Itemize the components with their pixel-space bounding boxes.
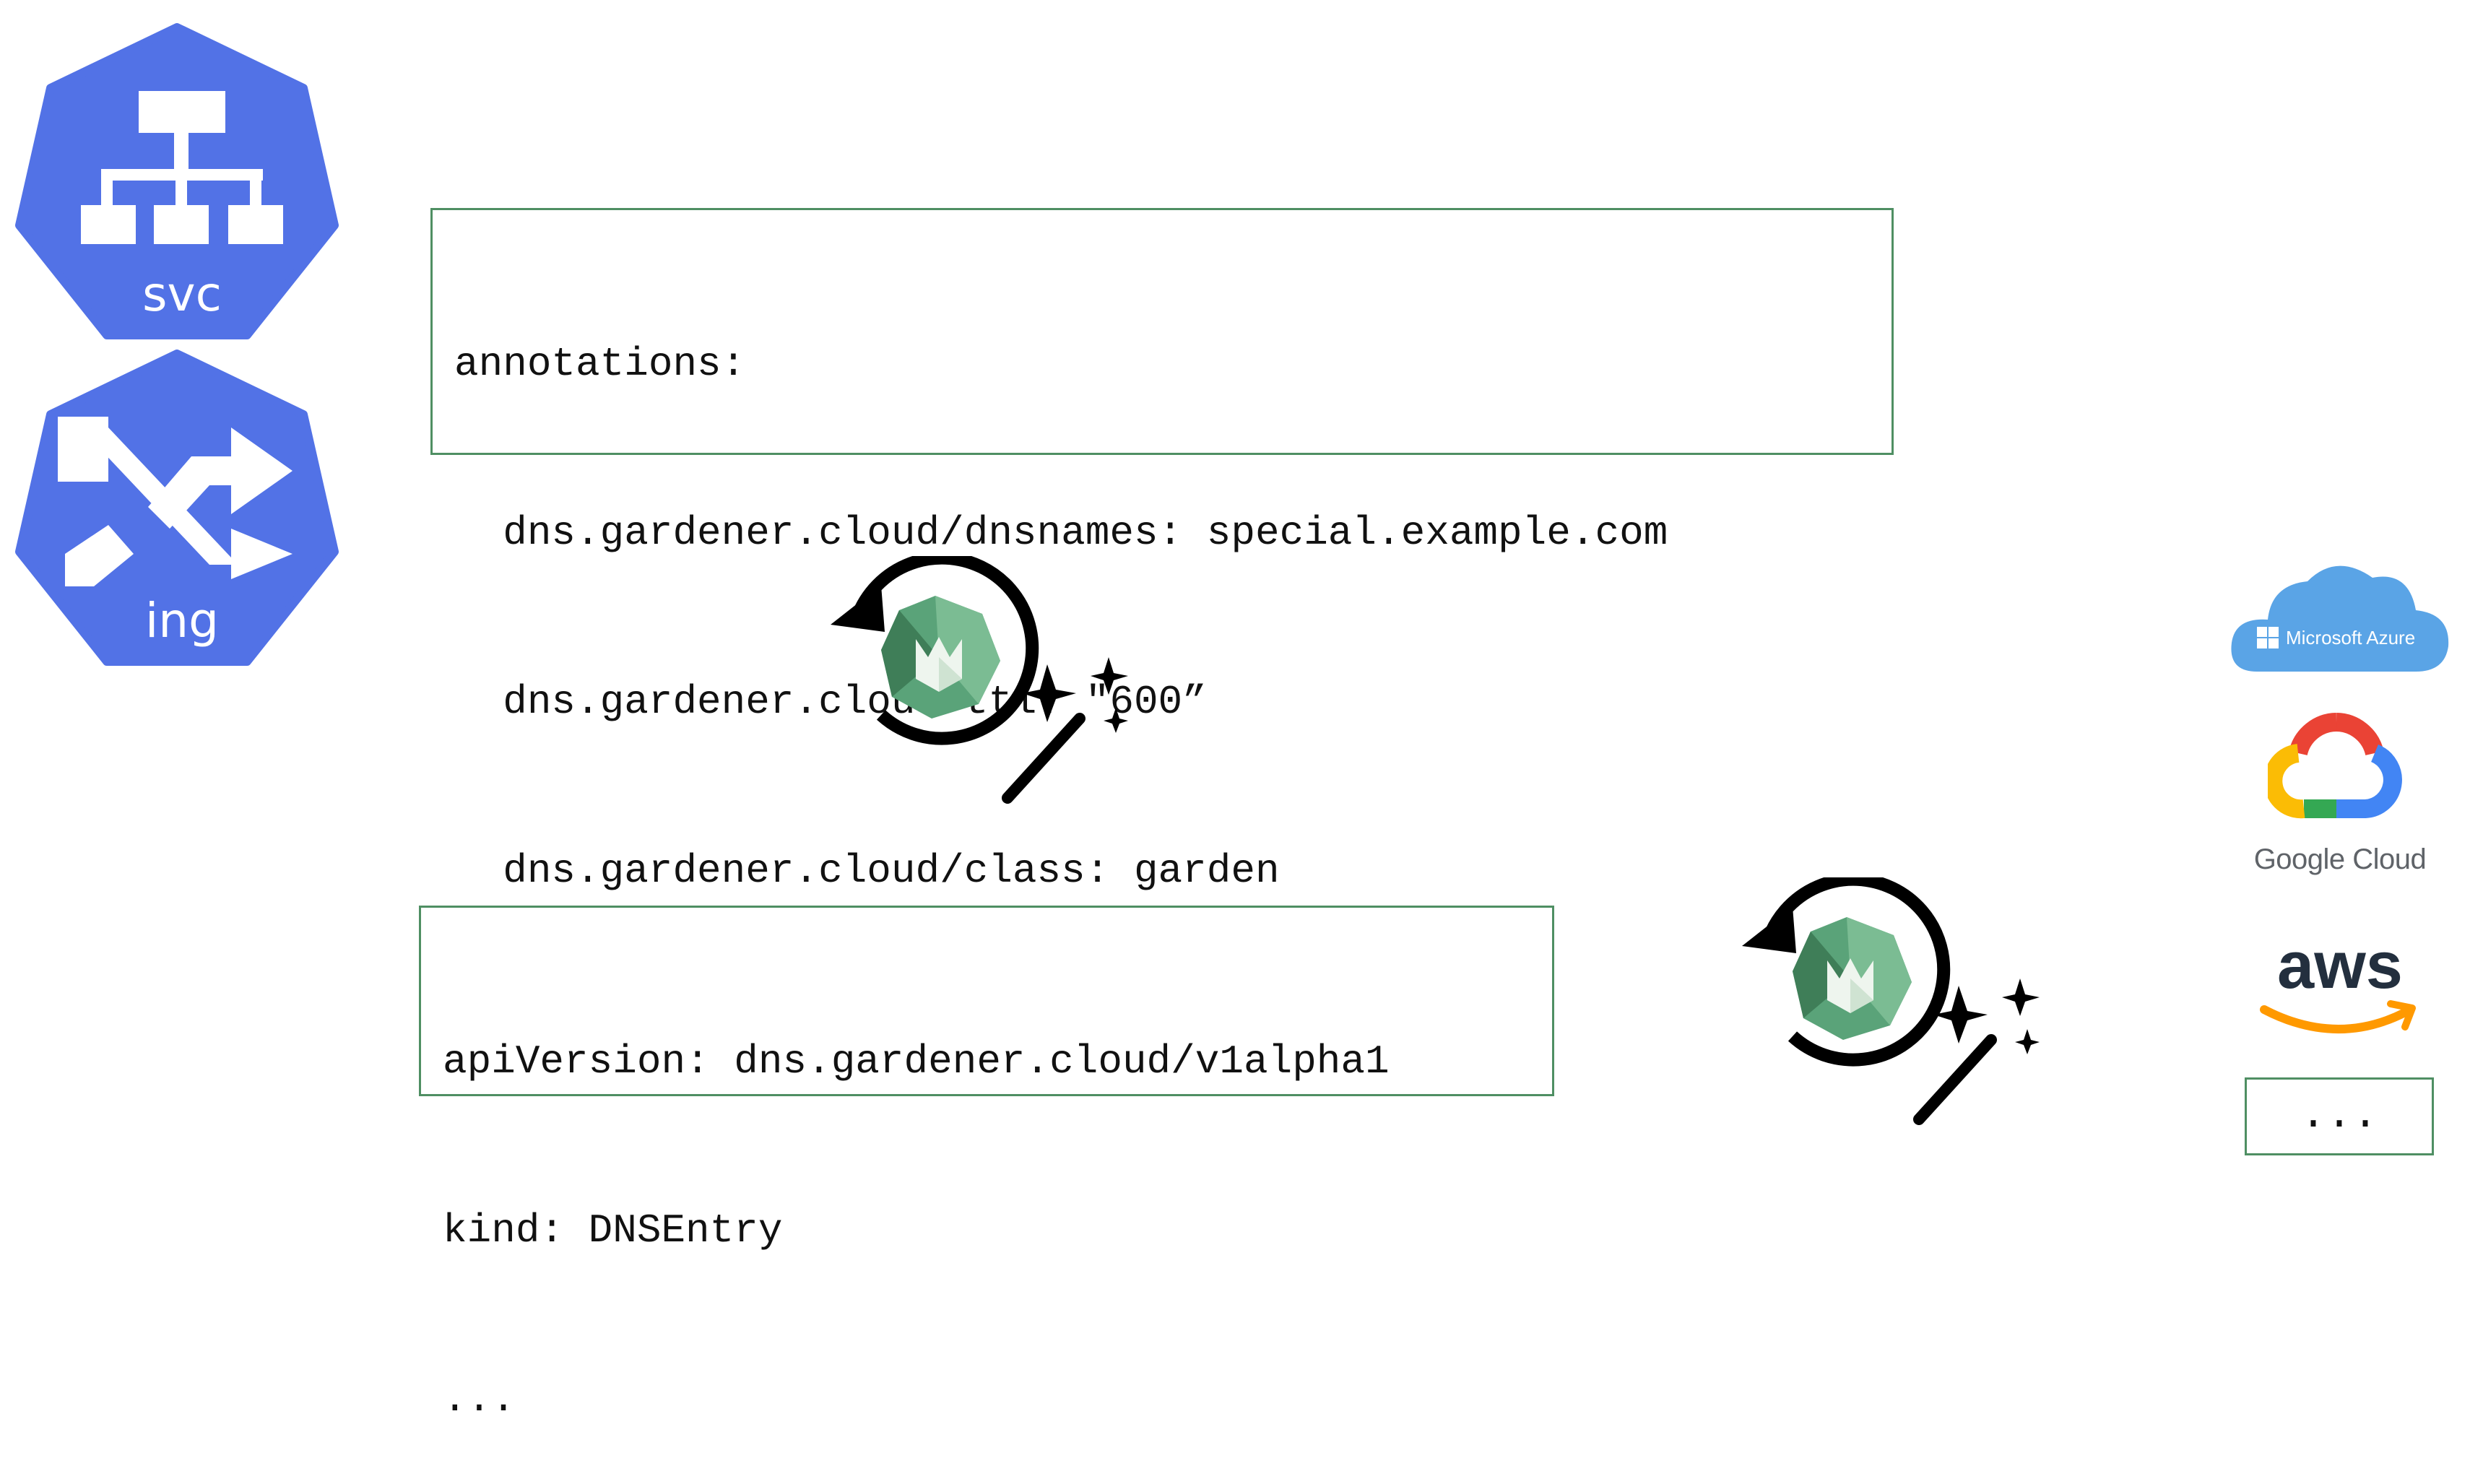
annotation-line: annotations: [454,341,746,387]
aws-logo-icon: aws [2260,932,2416,1034]
magic-wand-icon [1002,657,1128,804]
dnsentry-line: kind: DNSEntry [443,1207,783,1254]
ingress-label: ing [145,593,219,648]
google-cloud-icon [2268,713,2402,819]
azure-label: Microsoft Azure [2286,627,2415,648]
controller-icon [831,556,1128,804]
service-label: svc [142,266,222,322]
dnsentry-box: apiVersion: dns.gardener.cloud/v1alpha1 … [419,906,1554,1423]
azure-cloud-icon: Microsoft Azure [2231,565,2449,672]
gardener-reconcile-icon [831,556,1039,745]
ingress-icon: ing [15,350,339,666]
annotation-line: dns.gardener.cloud/ttl: "600” [454,679,1207,725]
annotations-box: annotations: dns.gardener.cloud/dnsnames… [430,208,1894,894]
controller-icon [1742,877,2040,1125]
dnsentry-line: ... [443,1376,516,1423]
service-icon: svc [15,23,339,339]
more-providers-box: ... [2245,1077,2434,1155]
annotation-line: dns.gardener.cloud/dnsnames: special.exa… [454,510,1668,556]
service-network-icon [81,91,283,244]
magic-wand-icon [1913,979,2040,1125]
aws-label: aws [2277,932,2403,1002]
annotation-line: dns.gardener.cloud/class: garden [454,848,1280,894]
dnsentry-line: apiVersion: dns.gardener.cloud/v1alpha1 [443,1038,1390,1085]
google-cloud-label: Google Cloud [2253,843,2427,875]
ingress-arrows-icon [58,417,292,586]
gardener-reconcile-icon [1742,877,1951,1067]
